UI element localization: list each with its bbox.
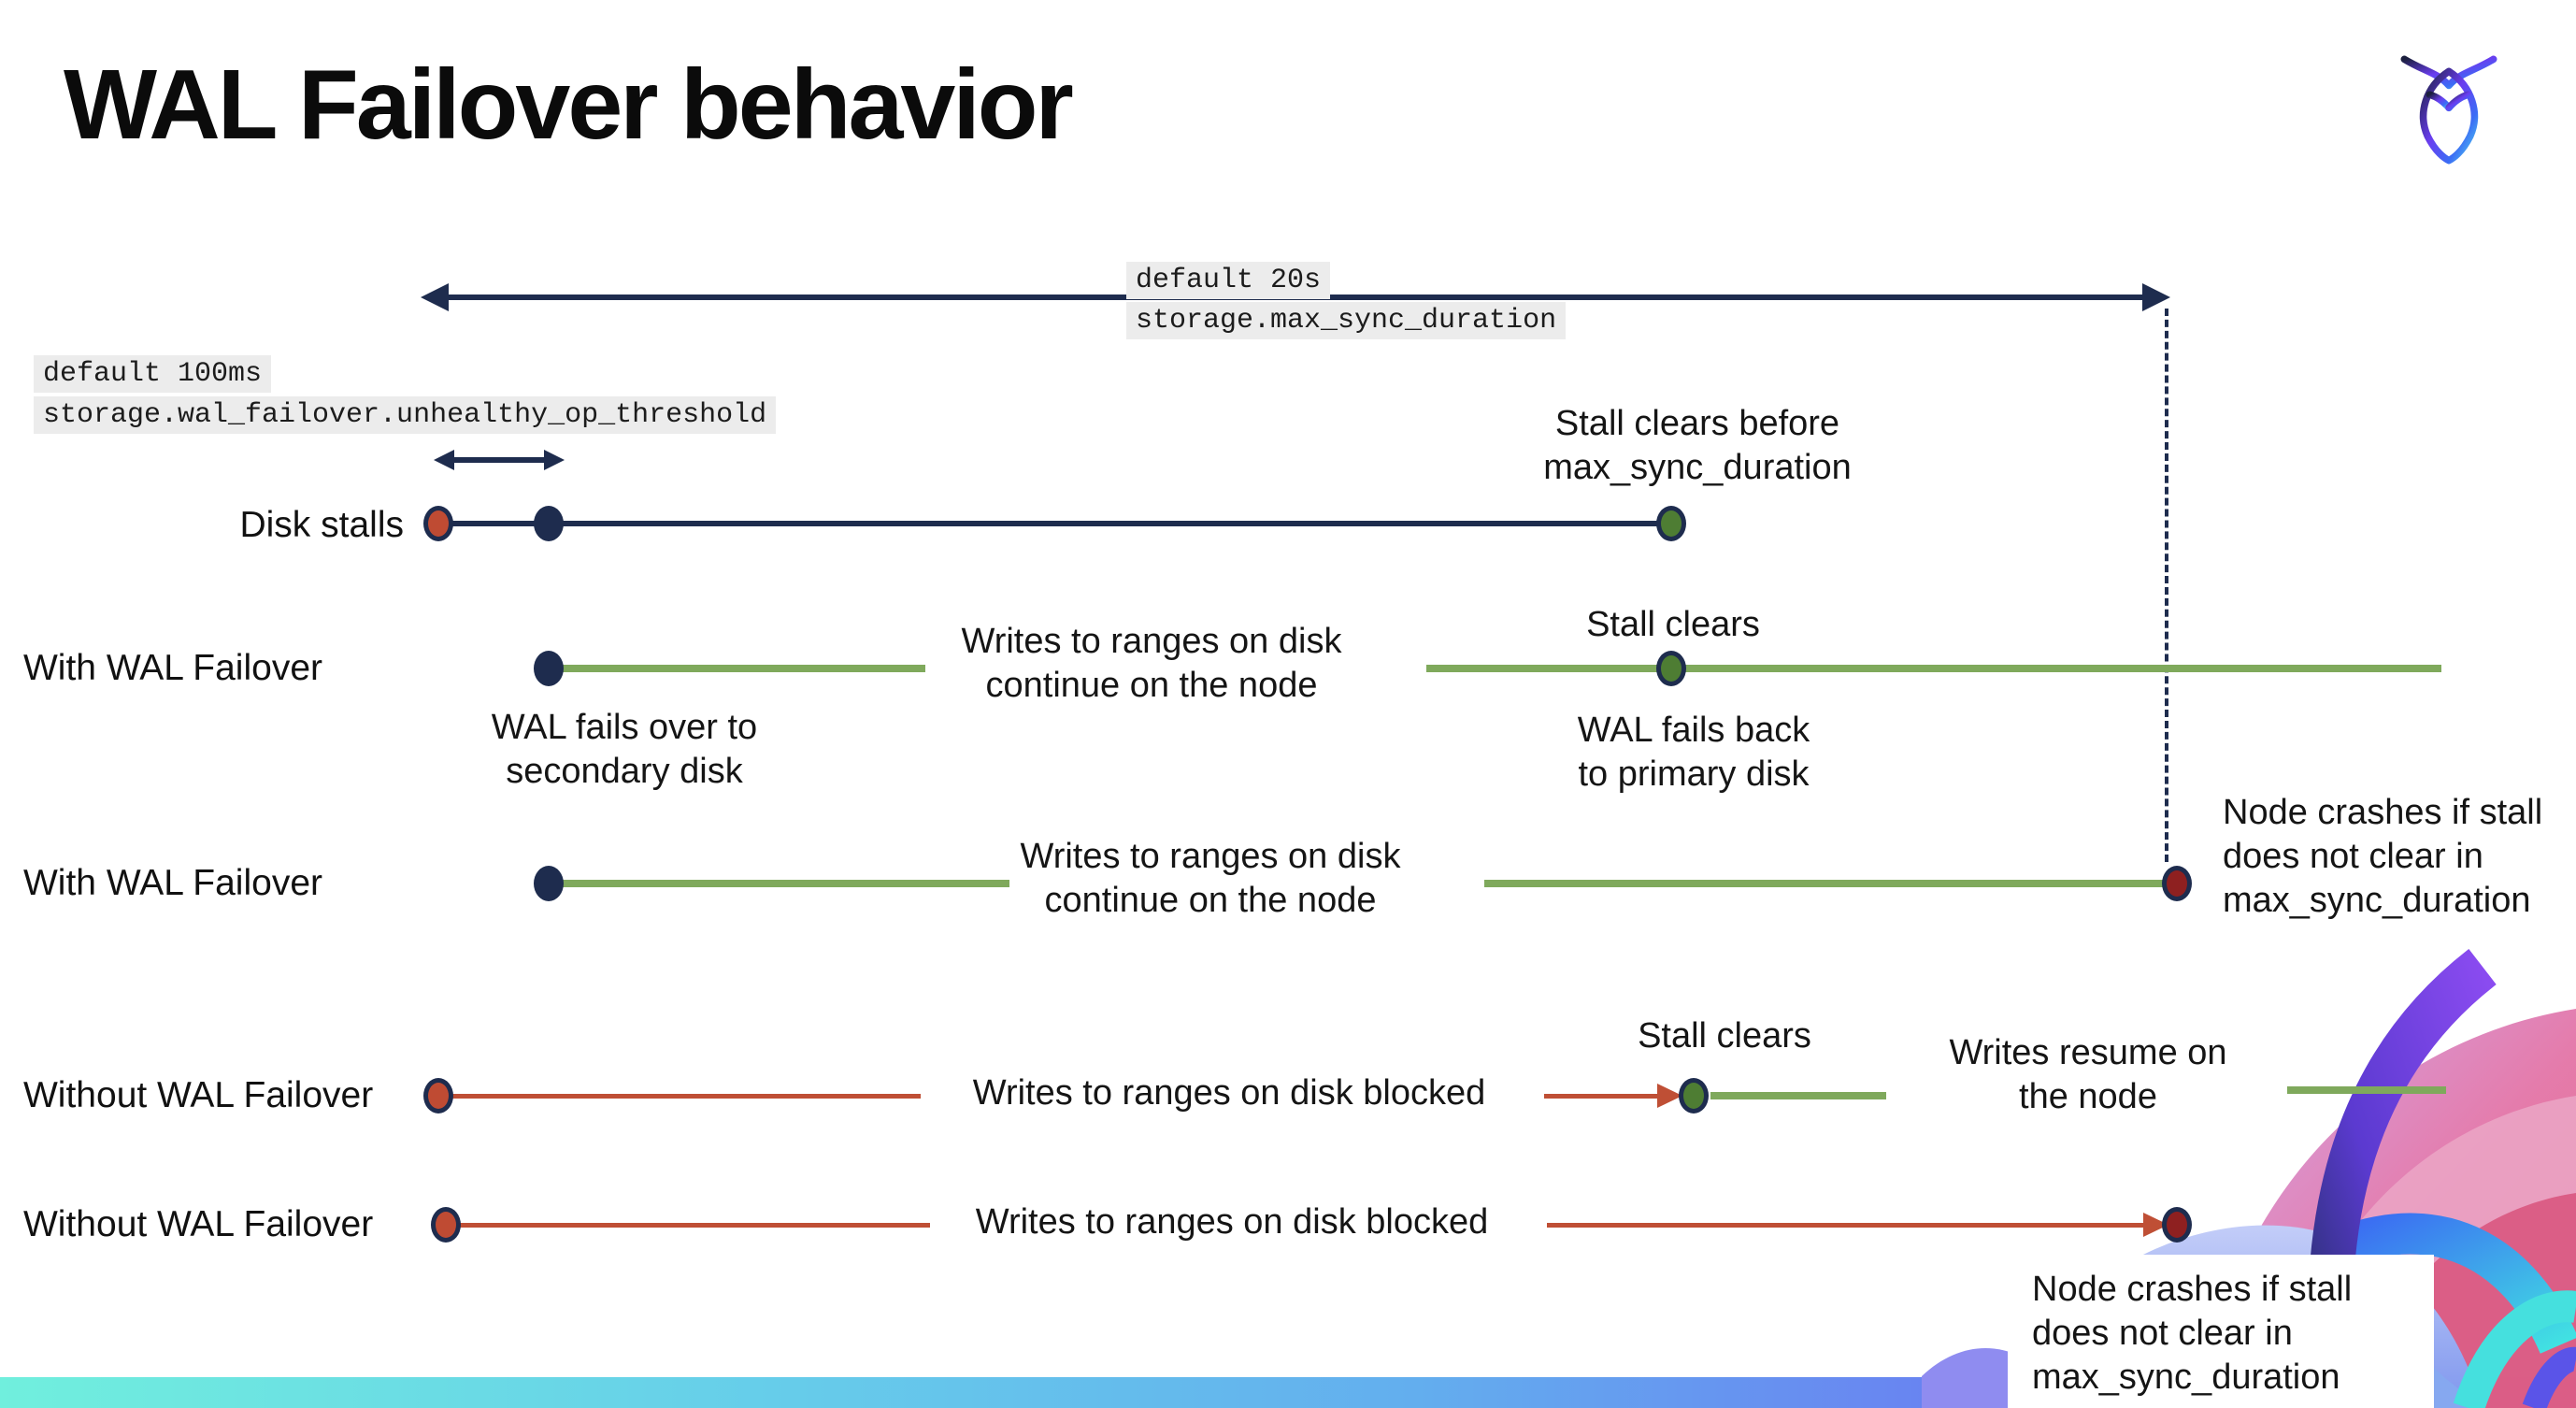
timeline-without-failover-2b [1547, 1223, 2145, 1228]
annotation-stall-clears-2: Stall clears [1638, 1016, 1811, 1056]
disk-stall-dot-r4 [423, 1078, 453, 1113]
threshold-arrowhead-left-icon [434, 450, 454, 470]
annotation-wal-fails-over: WAL fails over to secondary disk [491, 708, 758, 792]
wal-failover-dot-2 [534, 866, 564, 901]
page-title: WAL Failover behavior [64, 50, 1074, 160]
annotation-writes-continue-2: Writes to ranges on disk continue on the… [1020, 837, 1401, 921]
timeline-with-failover-1b [1426, 665, 2441, 672]
max-sync-default-label: default 20s [1126, 262, 1331, 299]
timeline-without-failover-2a [459, 1223, 930, 1228]
timeline-with-failover-2b [1484, 880, 2177, 887]
unhealthy-default-label: default 100ms [34, 355, 272, 393]
annotation-writes-blocked-1: Writes to ranges on disk blocked [972, 1073, 1486, 1113]
annotation-stall-clears-1: Stall clears [1586, 605, 1760, 644]
disk-stall-start-dot [423, 506, 453, 541]
stall-clears-dot-2 [1656, 651, 1686, 686]
failover-threshold-dot [534, 506, 564, 541]
disk-stall-dot-r5 [431, 1207, 461, 1243]
annotation-writes-resume: Writes resume on the node [1949, 1033, 2227, 1117]
annotation-node-crashes-2: Node crashes if stall does not clear in … [2032, 1270, 2353, 1398]
timeline-without-failover-1d [2287, 1086, 2446, 1094]
stall-clears-dot [1656, 506, 1686, 541]
red-arrowhead-icon-1 [1657, 1084, 1682, 1108]
wal-failover-dot [534, 651, 564, 686]
annotation-node-crashes-1: Node crashes if stall does not clear in … [2223, 793, 2543, 921]
timeline-without-failover-1a [451, 1094, 921, 1099]
timeline-without-failover-1c [1710, 1092, 1886, 1099]
dashed-crash-line [2165, 309, 2168, 862]
annotation-writes-blocked-2: Writes to ranges on disk blocked [975, 1202, 1489, 1242]
timeline-with-failover-1a [561, 665, 925, 672]
threshold-arrowhead-right-icon [544, 450, 565, 470]
row-label-without-wal-failover-2: Without WAL Failover [23, 1204, 374, 1244]
unhealthy-setting-label: storage.wal_failover.unhealthy_op_thresh… [34, 396, 777, 434]
node-crashes-callout-box: Node crashes if stall does not clear in … [2008, 1255, 2434, 1408]
cockroachdb-logo-icon [2400, 55, 2497, 165]
timeline-disk-stalls [438, 521, 1671, 526]
timeline-with-failover-2a [561, 880, 1009, 887]
annotation-writes-continue-1: Writes to ranges on disk continue on the… [961, 622, 1342, 706]
row-label-without-wal-failover-1: Without WAL Failover [23, 1075, 374, 1115]
row-label-disk-stalls: Disk stalls [239, 505, 404, 545]
threshold-arrow [451, 457, 546, 463]
stall-clears-dot-3 [1679, 1078, 1709, 1113]
annotation-stall-clears-before: Stall clears before max_sync_duration [1543, 404, 1852, 488]
arrowhead-right-icon [2142, 283, 2170, 311]
row-label-with-wal-failover-1: With WAL Failover [23, 648, 322, 688]
max-sync-setting-label: storage.max_sync_duration [1126, 302, 1567, 339]
row-label-with-wal-failover-2: With WAL Failover [23, 863, 322, 903]
annotation-wal-fails-back: WAL fails back to primary disk [1577, 711, 1810, 795]
arrowhead-left-icon [421, 283, 449, 311]
timeline-without-failover-1b [1544, 1094, 1658, 1099]
node-crash-dot-2 [2162, 1207, 2192, 1243]
node-crash-dot-1 [2162, 866, 2192, 901]
